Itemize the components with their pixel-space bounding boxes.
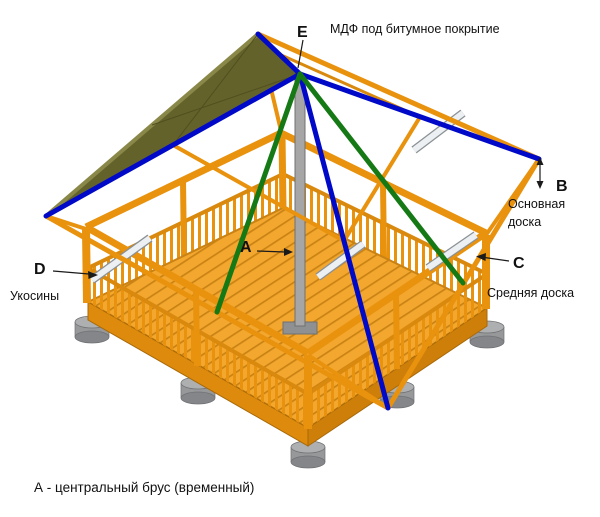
labels-group: E МДФ под битумное покрытие B Основная д… — [10, 22, 574, 495]
arrowhead-b-up — [536, 157, 544, 165]
mdf-panel-seam — [172, 33, 259, 146]
eave-back-right — [256, 31, 541, 162]
leader-line-e — [297, 39, 304, 69]
label-b-text-line2: доска — [508, 215, 541, 229]
hip-rafter-left — [43, 71, 303, 219]
corner-post-back — [278, 134, 287, 210]
top-plate-back-left — [84, 129, 283, 231]
center-post — [294, 73, 306, 327]
hip-rafter-back — [255, 31, 303, 77]
mid-post-front-left — [193, 290, 200, 367]
arrowhead-c — [476, 253, 486, 261]
top-plate-front-left — [84, 223, 310, 357]
label-c-letter: C — [513, 255, 525, 272]
mdf-panel-seam — [151, 73, 301, 126]
arrowhead-d — [88, 271, 98, 279]
mid-post-back-left — [180, 180, 187, 257]
label-c-text: Средняя доска — [487, 286, 574, 300]
label-b-text-line1: Основная — [508, 197, 565, 211]
footnote-text: А - центральный брус (временный) — [34, 480, 254, 495]
mid-post-front-right — [393, 293, 400, 370]
hip-rafter-right — [297, 71, 542, 162]
arrow-line-a — [256, 250, 286, 253]
label-b-letter: B — [556, 178, 568, 195]
hip-rafter-front — [297, 71, 391, 411]
brace-right — [426, 232, 478, 271]
footing — [290, 440, 326, 469]
arrow-line-d — [52, 270, 90, 275]
label-d-letter: D — [34, 261, 46, 278]
arrowhead-b-down — [536, 181, 544, 189]
mid-post-back-right — [380, 183, 387, 260]
jack-rafters-green — [214, 71, 466, 315]
label-a-letter: A — [240, 239, 252, 256]
label-e-text: МДФ под битумное покрытие — [330, 22, 500, 36]
roof-group — [43, 31, 542, 411]
deck-skirt — [87, 301, 488, 447]
deck-skirt-right — [307, 307, 488, 447]
brace-center — [316, 241, 365, 280]
label-e-letter: E — [297, 24, 308, 41]
arrowhead-a — [284, 248, 293, 256]
jack-rafter-front-left — [214, 71, 303, 315]
hip-rafters-blue — [43, 31, 542, 411]
jack-rafter-front-right — [297, 71, 466, 286]
footings-group — [74, 315, 505, 469]
label-d-text: Укосины — [10, 289, 59, 303]
